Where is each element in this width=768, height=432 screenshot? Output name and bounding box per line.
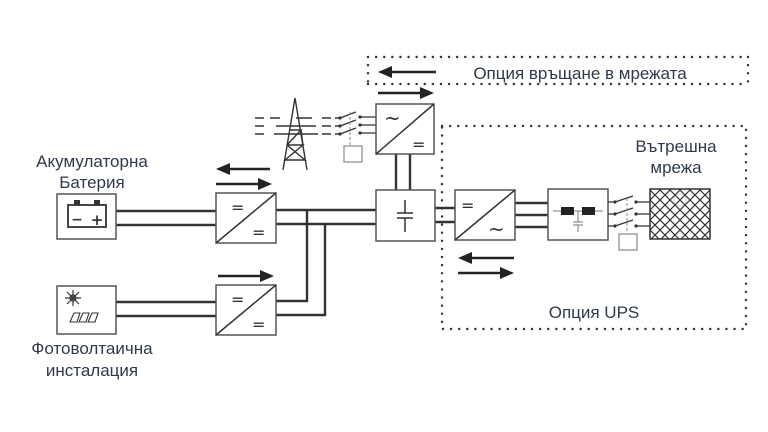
svg-text:=: = bbox=[252, 223, 265, 242]
battery-label-line2: Батерия bbox=[59, 173, 124, 192]
grid-switch-icon bbox=[338, 111, 376, 163]
sun-icon bbox=[65, 290, 81, 306]
battery-label-line1: Акумулаторна bbox=[36, 152, 148, 171]
battery-discharge-arrow bbox=[216, 163, 270, 175]
internal-grid-label-line1: Вътрешна bbox=[635, 137, 717, 156]
pv-wires bbox=[116, 300, 216, 318]
ups-inverter: = ~ bbox=[454, 189, 516, 241]
svg-text:=: = bbox=[412, 135, 425, 154]
svg-text:=: = bbox=[231, 198, 244, 217]
internal-grid-label-line2: мрежа bbox=[650, 158, 702, 177]
battery-wires bbox=[116, 209, 216, 227]
svg-text:~: ~ bbox=[384, 106, 401, 130]
internal-grid-load bbox=[649, 188, 711, 240]
ups-forward-arrow bbox=[458, 267, 514, 279]
solar-cells-icon bbox=[69, 312, 99, 323]
load-switch-icon bbox=[608, 195, 650, 251]
dc-link-capacitor bbox=[375, 189, 436, 242]
battery-dc-dc-converter: = = bbox=[215, 192, 277, 244]
pv-flow-arrow bbox=[218, 270, 274, 282]
svg-text:=: = bbox=[231, 290, 244, 309]
ups-reverse-arrow bbox=[458, 252, 514, 264]
power-pylon-icon bbox=[255, 97, 340, 171]
lc-filter bbox=[547, 188, 609, 241]
grid-return-arrow bbox=[378, 66, 436, 78]
dc-bus-wires bbox=[276, 154, 548, 317]
pv-panel bbox=[56, 285, 117, 335]
grid-inverter: ~ = bbox=[375, 103, 435, 155]
grid-return-option-label: Опция връщане в мрежата bbox=[473, 64, 687, 83]
svg-text:~: ~ bbox=[488, 217, 505, 241]
pv-dc-dc-converter: = = bbox=[215, 284, 277, 336]
battery-icon: − + bbox=[67, 200, 107, 229]
ups-option-label: Опция UPS bbox=[549, 303, 640, 322]
battery: − + bbox=[56, 193, 117, 240]
pv-label-line1: Фотоволтаична bbox=[31, 339, 153, 358]
battery-charge-arrow bbox=[216, 178, 272, 190]
svg-text:−: − bbox=[71, 212, 83, 228]
grid-feed-arrow bbox=[378, 87, 434, 99]
svg-text:+: + bbox=[91, 211, 104, 229]
svg-text:=: = bbox=[252, 315, 265, 334]
pv-label-line2: инсталация bbox=[46, 361, 138, 380]
ups-option-region bbox=[440, 124, 748, 331]
svg-text:=: = bbox=[461, 196, 474, 215]
